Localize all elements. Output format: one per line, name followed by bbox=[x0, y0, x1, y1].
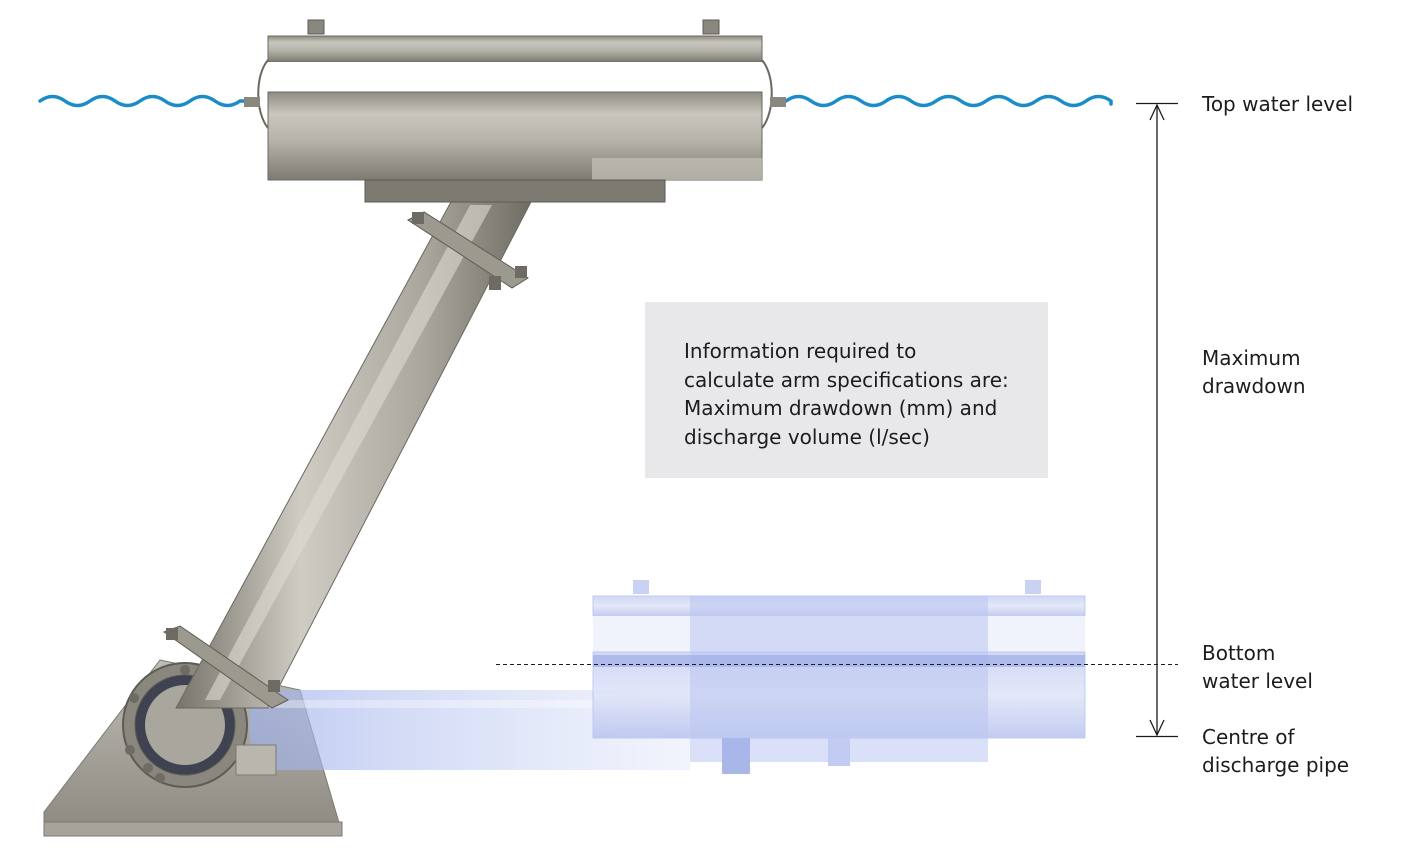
upper-arm-flange bbox=[406, 211, 529, 290]
float-top bbox=[244, 19, 786, 203]
label-bottom-water-level-line-2: water level bbox=[1202, 669, 1313, 693]
label-maximum-drawdown-line-1: Maximum bbox=[1202, 346, 1301, 370]
label-centre-of-discharge-pipe: Centre of discharge pipe bbox=[1202, 723, 1349, 779]
label-bottom-water-level-line-1: Bottom bbox=[1202, 641, 1276, 665]
info-box-line-4: discharge volume (l/sec) bbox=[684, 424, 930, 449]
label-centre-of-discharge-pipe-line-1: Centre of bbox=[1202, 725, 1295, 749]
base-plate-edge bbox=[43, 821, 343, 837]
water-wave-right bbox=[784, 94, 1113, 108]
label-maximum-drawdown: Maximum drawdown bbox=[1202, 344, 1306, 400]
info-box-line-2: calculate arm specifications are: bbox=[684, 367, 1009, 392]
info-box-line-1: Information required to bbox=[684, 339, 917, 363]
dimension-line bbox=[1136, 102, 1178, 738]
label-top-water-level-text: Top water level bbox=[1202, 92, 1354, 116]
info-box: Information required to calculate arm sp… bbox=[645, 302, 1048, 478]
water-wave-left bbox=[38, 94, 256, 108]
label-maximum-drawdown-line-2: drawdown bbox=[1202, 374, 1306, 398]
arrow-down-icon bbox=[1149, 719, 1165, 737]
info-box-line-3: Maximum drawdown (mm) and bbox=[684, 396, 998, 420]
arrow-up-icon bbox=[1149, 103, 1165, 121]
label-centre-of-discharge-pipe-line-2: discharge pipe bbox=[1202, 753, 1350, 777]
label-bottom-water-level: Bottom water level bbox=[1202, 639, 1313, 695]
label-top-water-level: Top water level bbox=[1202, 90, 1353, 118]
lower-arm-flange bbox=[162, 625, 289, 709]
